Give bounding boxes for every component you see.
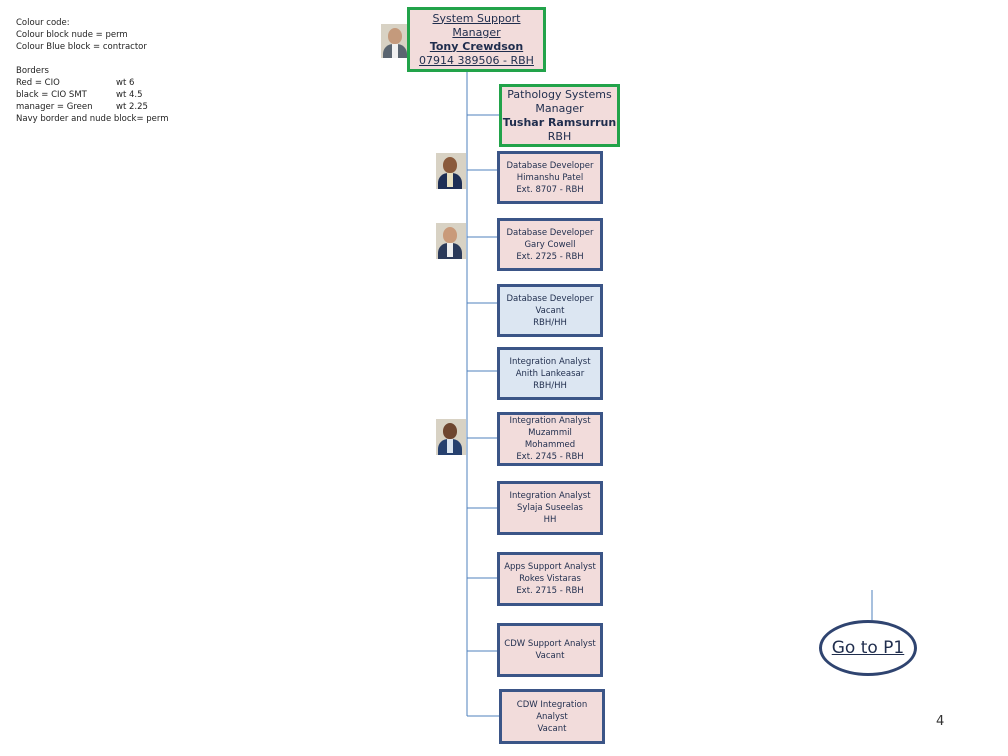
staff-box: Database Developer Gary Cowell Ext. 2725…	[497, 218, 603, 271]
staff-contact: Ext. 2725 - RBH	[516, 251, 584, 262]
staff-name: Vacant	[537, 723, 567, 734]
staff-box: Apps Support Analyst Rokes Vistaras Ext.…	[497, 552, 603, 606]
role-title: Manager	[452, 25, 501, 39]
staff-role: Apps Support Analyst	[504, 562, 596, 572]
staff-name: Anith Lankeasar	[515, 368, 585, 379]
avatar	[436, 223, 466, 259]
legend-border-weight: wt 2.25	[116, 102, 148, 112]
avatar	[381, 24, 409, 58]
staff-role: CDW Support Analyst	[504, 639, 596, 649]
staff-role: CDW Integration	[516, 699, 588, 710]
legend-borders-heading: Borders	[16, 66, 49, 76]
legend-navy-note: Navy border and nude block= perm	[16, 114, 169, 124]
avatar	[436, 419, 466, 455]
staff-name: Rokes Vistaras	[519, 574, 581, 584]
staff-contact: RBH/HH	[533, 317, 567, 328]
legend-border-label: black = CIO SMT	[16, 90, 87, 100]
legend-border-label: manager = Green	[16, 102, 93, 112]
legend-border-row: black = CIO SMT wt 4.5	[16, 89, 236, 101]
staff-name: Muzammil	[528, 428, 572, 438]
staff-name: Vacant	[535, 305, 565, 316]
role-title: System Support	[432, 11, 521, 25]
avatar	[436, 153, 466, 189]
staff-contact: Ext. 2715 - RBH	[516, 586, 584, 596]
staff-role: Database Developer	[506, 227, 594, 238]
staff-box: Integration Analyst Sylaja Suseelas HH	[497, 481, 603, 535]
staff-box: Database Developer Vacant RBH/HH	[497, 284, 603, 337]
staff-contact: Ext. 2745 - RBH	[516, 452, 584, 462]
staff-contact: RBH/HH	[533, 380, 567, 391]
staff-role: Integration Analyst	[509, 416, 591, 426]
staff-name: Mohammed	[524, 440, 576, 450]
legend-colour-perm: Colour block nude = perm	[16, 30, 128, 40]
role-title: Manager	[535, 101, 584, 115]
staff-role: Database Developer	[506, 160, 594, 171]
staff-contact: Ext. 8707 - RBH	[516, 184, 584, 195]
pathology-systems-manager-box: Pathology Systems Manager Tushar Ramsurr…	[499, 84, 620, 147]
legend-border-label: Red = CIO	[16, 78, 60, 88]
staff-box: Database Developer Himanshu Patel Ext. 8…	[497, 151, 603, 204]
legend-border-weight: wt 6	[116, 78, 135, 88]
page-number: 4	[936, 714, 945, 729]
person-name: Tony Crewdson	[429, 39, 524, 53]
staff-name: Himanshu Patel	[516, 172, 584, 183]
person-name: Tushar Ramsurrun	[502, 115, 617, 129]
legend-border-weight: wt 4.5	[116, 90, 143, 100]
staff-role: Integration Analyst	[509, 356, 591, 367]
legend-colour-heading: Colour code:	[16, 18, 70, 28]
staff-name: Vacant	[535, 651, 565, 661]
staff-box: CDW Support Analyst Vacant	[497, 623, 603, 677]
staff-name: Gary Cowell	[524, 239, 576, 250]
legend-colour-contract: Colour Blue block = contractor	[16, 42, 147, 52]
staff-role: Integration Analyst	[509, 491, 591, 501]
system-support-manager-box: System Support Manager Tony Crewdson 079…	[407, 7, 546, 72]
role-title: Pathology Systems	[507, 87, 612, 101]
legend-border-row: manager = Green wt 2.25	[16, 101, 236, 113]
legend: Colour code: Colour block nude = perm Co…	[16, 17, 236, 125]
staff-box: Integration Analyst Muzammil Mohammed Ex…	[497, 412, 603, 466]
staff-box: CDW Integration Analyst Vacant	[499, 689, 605, 744]
staff-box: Integration Analyst Anith Lankeasar RBH/…	[497, 347, 603, 400]
staff-role: Database Developer	[506, 293, 594, 304]
site-label: RBH	[547, 129, 572, 143]
staff-contact: HH	[543, 515, 557, 525]
legend-border-row: Red = CIO wt 6	[16, 77, 236, 89]
go-to-p1-link[interactable]: Go to P1	[819, 620, 917, 676]
staff-name: Sylaja Suseelas	[517, 503, 583, 513]
contact-details: 07914 389506 - RBH	[419, 53, 534, 67]
staff-role: Analyst	[536, 711, 568, 722]
